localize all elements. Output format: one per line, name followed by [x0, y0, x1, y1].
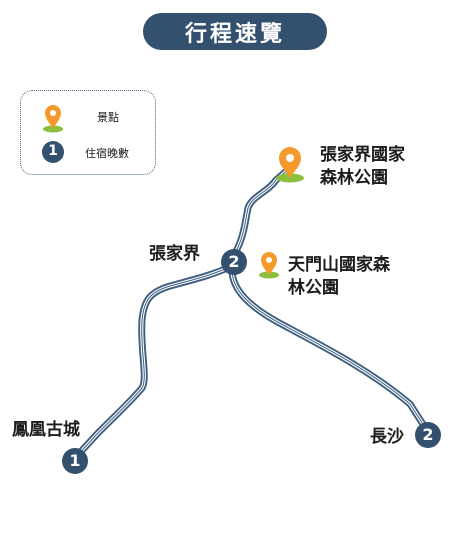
fenghuang-nights-marker — [62, 448, 88, 474]
zhangjiajie-park-line2: 森林公園 — [320, 168, 388, 188]
changsha-label: 長沙 — [370, 427, 404, 447]
fenghuang-nights-number: 1 — [69, 451, 81, 470]
map-pin-icon — [43, 105, 63, 133]
legend-graphics — [42, 105, 64, 163]
zhangjiajie-park-pin-icon — [276, 147, 304, 183]
night-count-icon — [42, 141, 64, 163]
route-lines — [75, 168, 428, 458]
legend-nights-label: 住宿晚數 — [85, 147, 129, 160]
changsha-nights-marker — [415, 422, 441, 448]
tianmen-pin-icon — [259, 252, 279, 279]
zhangjiajie-park-line1: 張家界國家 — [320, 145, 405, 165]
tianmen-label: 天門山國家森 林公園 — [288, 254, 390, 300]
legend-nights-number: 1 — [48, 143, 58, 159]
legend-attraction-label: 景點 — [97, 111, 119, 124]
fenghuang-label: 鳳凰古城 — [12, 420, 80, 440]
legend: 1 景點 住宿晚數 — [20, 90, 156, 175]
tianmen-line1: 天門山國家森 — [288, 255, 390, 275]
zhangjiajie-nights-marker — [221, 249, 247, 275]
tianmen-line2: 林公園 — [288, 278, 339, 298]
changsha-nights-number: 2 — [422, 425, 434, 444]
zhangjiajie-park-label: 張家界國家 森林公園 — [320, 144, 405, 190]
page-title: 行程速覽 — [143, 13, 327, 50]
zhangjiajie-label: 張家界 — [149, 244, 200, 264]
zhangjiajie-nights-number: 2 — [228, 252, 240, 271]
